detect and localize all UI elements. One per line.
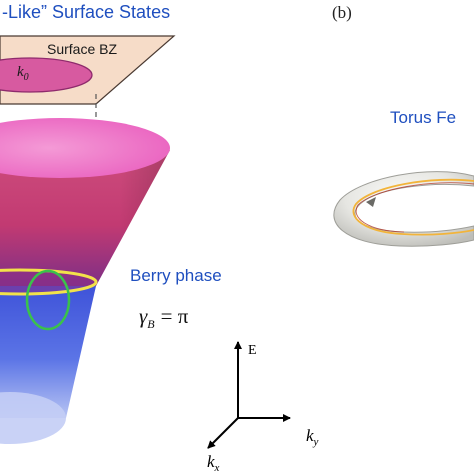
axis-e-label: E (248, 343, 257, 358)
torus-direction-arrow (366, 197, 376, 207)
upper-cone-top-cap (0, 118, 170, 178)
panel-a-title: -Like” Surface States (2, 2, 170, 22)
torus-fermi-line-inner (355, 182, 474, 233)
gamma-equation: γB= π (139, 304, 189, 331)
surface-fermi-ring (0, 57, 93, 93)
axis-kx-arrow (207, 417, 239, 449)
panel-b-title: Torus Fe (390, 108, 456, 127)
berry-loop (25, 269, 71, 331)
dirac-ring (0, 268, 98, 296)
torus-fermi-line (352, 178, 474, 236)
k0-label: k0 (17, 64, 29, 83)
berry-phase-label: Berry phase (130, 266, 222, 285)
dirac-ring-interior (0, 270, 96, 294)
lower-cone (0, 286, 96, 418)
lower-cone-base (0, 392, 66, 444)
axis-kx-label: kx (207, 452, 220, 474)
panel-b-letter: (b) (332, 3, 352, 22)
axis-ky-label: ky (306, 426, 319, 448)
surface-bz-label: Surface BZ (47, 41, 117, 57)
